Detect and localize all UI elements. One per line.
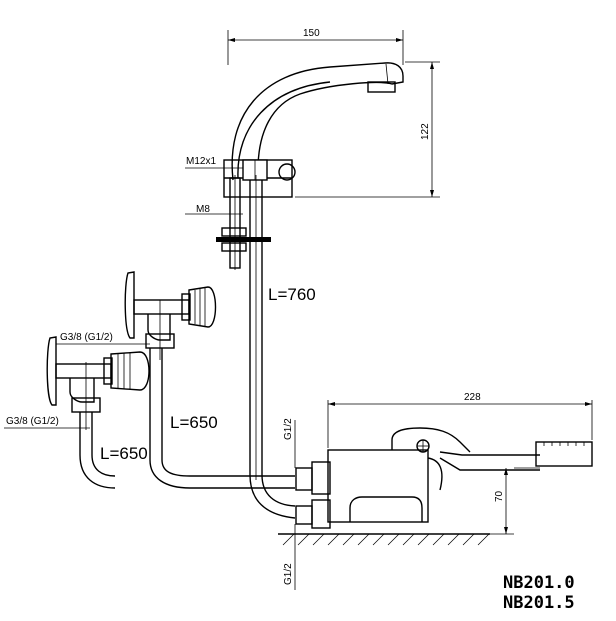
dim-spout-height: 122 (420, 123, 431, 140)
faucet-spout (223, 62, 404, 198)
label-inlet-lower-thread: G1/2 (283, 563, 294, 585)
dimension-lines (4, 30, 593, 590)
floor-hatch (278, 533, 490, 546)
label-valve-upper-thread: G3/8 (G1/2) (60, 332, 113, 343)
hose-upper (149, 348, 295, 489)
hose-lower (79, 412, 116, 489)
dim-mount-thread: M12x1 (186, 156, 216, 167)
angle-valve-lower (46, 336, 150, 430)
model-code-1: NB201.0 (503, 573, 575, 593)
angle-valve-upper (124, 271, 217, 360)
dim-spout-reach: 150 (303, 28, 320, 39)
hose-center (249, 175, 296, 519)
mounting-stud (216, 175, 271, 270)
pedal-valve-body (295, 427, 593, 529)
label-valve-lower-thread: G3/8 (G1/2) (6, 416, 59, 427)
label-hose-center-length: L=760 (268, 285, 316, 304)
dim-pedal-height: 70 (494, 490, 505, 502)
dim-pedal-length: 228 (464, 392, 481, 403)
dim-stud-thread: M8 (196, 204, 210, 215)
label-hose-lower-length: L=650 (100, 444, 148, 463)
label-hose-upper-length: L=650 (170, 413, 218, 432)
label-inlet-upper-thread: G1/2 (283, 418, 294, 440)
model-code-2: NB201.5 (503, 593, 575, 613)
